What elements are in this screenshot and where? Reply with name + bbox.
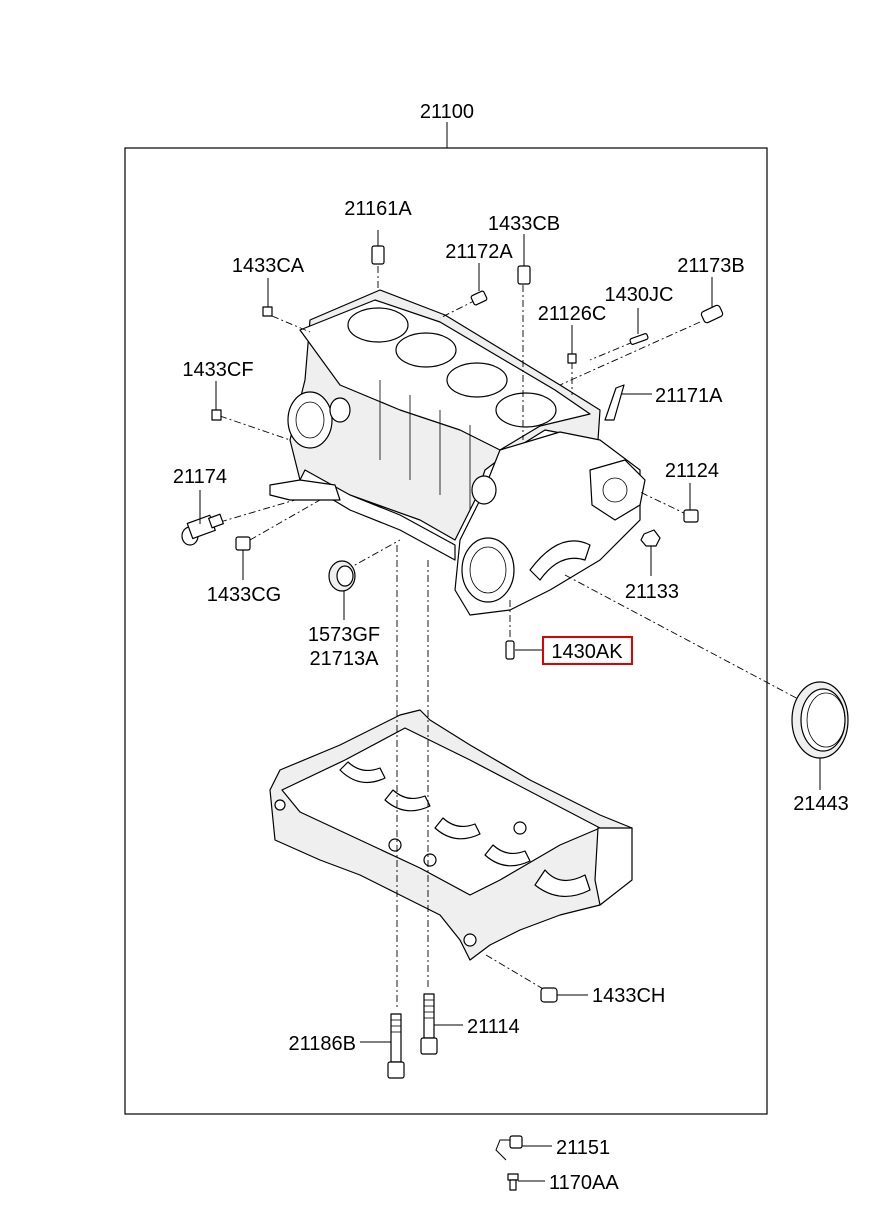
label-21186b: 21186B — [289, 1033, 356, 1055]
pin-1430jc-icon — [629, 333, 649, 345]
label-1430jc: 1430JC — [605, 284, 674, 306]
assembly-lines — [219, 266, 801, 1010]
label-1433cg: 1433CG — [207, 584, 282, 606]
tube-21171a-icon — [604, 384, 625, 421]
lower-crankcase — [269, 709, 633, 961]
dowel-21161a-icon — [371, 245, 385, 265]
label-1433cb: 1433CB — [488, 213, 560, 235]
plug-21126c-icon — [567, 353, 577, 364]
seal-1573gf-icon — [328, 560, 356, 592]
dowel-1433cb-icon — [517, 265, 531, 285]
plug-1433ch-icon — [540, 987, 558, 1003]
highlight-box-1430ak — [542, 636, 633, 665]
label-21172a: 21172A — [445, 241, 513, 263]
label-1433ch: 1433CH — [592, 985, 665, 1007]
hardware-parts — [181, 245, 849, 1191]
label-1430ak: 1430AK — [551, 641, 623, 663]
plug-1433cf-icon — [211, 409, 222, 421]
label-1433ca: 1433CA — [232, 255, 305, 277]
label-21161a: 21161A — [344, 198, 412, 220]
label-21126c: 21126C — [538, 303, 607, 325]
label-21151: 21151 — [556, 1137, 610, 1159]
part-labels: 21100 21161A 1433CB 21172A 1433CA 21173B… — [173, 101, 849, 1194]
label-21171a: 21171A — [655, 385, 723, 407]
label-21174: 21174 — [173, 466, 227, 488]
bolt-21114-icon — [420, 993, 438, 1055]
label-1573gf: 1573GF — [308, 624, 380, 646]
label-21173b: 21173B — [677, 255, 744, 277]
plug-1433cg-icon — [235, 536, 251, 551]
label-21100: 21100 — [420, 101, 474, 123]
plug-21172a-icon — [470, 290, 488, 306]
leader-lines — [199, 230, 821, 1182]
cylinder-block — [269, 289, 646, 616]
label-21133: 21133 — [625, 581, 679, 603]
sensor-21174-icon — [181, 513, 224, 546]
plug-21124-icon — [683, 509, 699, 523]
bolt-1170aa-icon — [507, 1173, 519, 1191]
plug-21173b-icon — [700, 304, 724, 324]
label-21124: 21124 — [665, 460, 719, 482]
label-21443: 21443 — [793, 793, 849, 815]
oil-jet-21151-icon — [495, 1135, 523, 1161]
oil-seal-21443-icon — [791, 681, 849, 759]
nut-21133-icon — [640, 529, 661, 547]
label-21114: 21114 — [467, 1016, 520, 1038]
pin-1430ak-icon — [505, 640, 515, 660]
label-1170aa: 1170AA — [549, 1172, 619, 1194]
assembly-frame — [124, 122, 768, 1115]
bolt-21186b-icon — [387, 1013, 405, 1079]
plug-1433ca-icon — [262, 306, 273, 317]
label-21713a: 21713A — [310, 648, 380, 670]
label-1433cf: 1433CF — [182, 359, 253, 381]
